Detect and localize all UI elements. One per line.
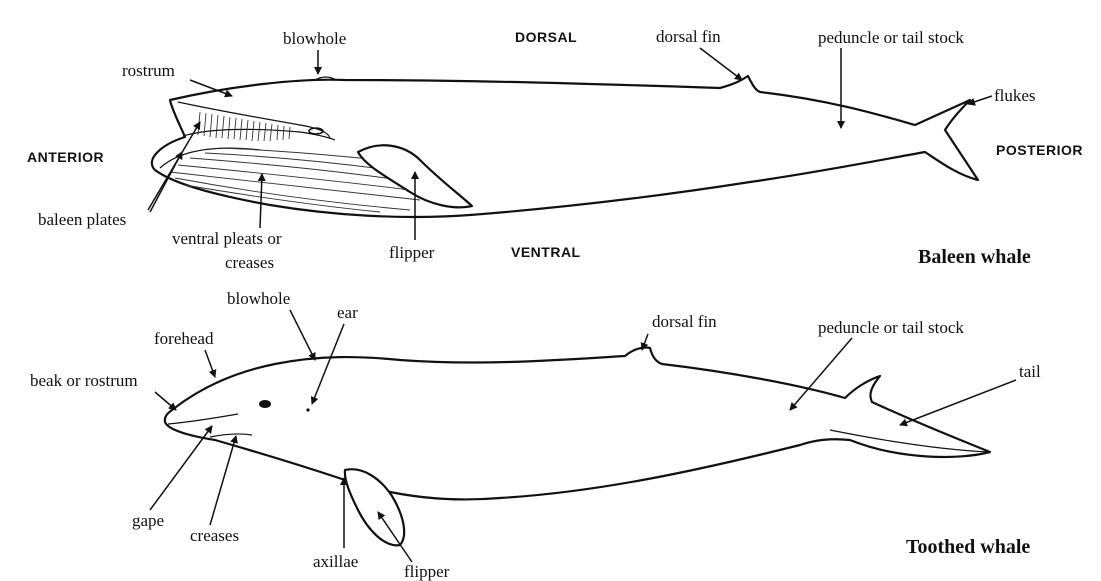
leader-toothed-blowhole [290, 310, 315, 360]
label-direction-posterior: POSTERIOR [996, 142, 1083, 158]
caption-toothed-whale: Toothed whale [906, 536, 1030, 558]
label-baleen-flipper: flipper [389, 243, 435, 262]
leader-toothed-beak [155, 392, 176, 410]
baleen-whale-body [152, 76, 978, 217]
toothed-eye [259, 400, 271, 408]
leader-baleen-dorsal-fin [700, 48, 742, 80]
label-baleen-flukes: flukes [994, 86, 1036, 105]
label-baleen-baleen-plates: baleen plates [38, 210, 126, 229]
label-toothed-beak: beak or rostrum [30, 371, 138, 390]
label-baleen-blowhole: blowhole [283, 29, 346, 48]
label-toothed-gape: gape [132, 511, 164, 530]
leader-toothed-creases [210, 436, 236, 525]
label-toothed-tail: tail [1019, 362, 1041, 381]
caption-baleen-whale: Baleen whale [918, 246, 1031, 268]
toothed-ear-dot [306, 408, 309, 411]
label-toothed-peduncle: peduncle or tail stock [818, 318, 964, 337]
label-toothed-forehead: forehead [154, 329, 214, 348]
label-baleen-dorsal-fin: dorsal fin [656, 27, 721, 46]
label-baleen-rostrum: rostrum [122, 61, 175, 80]
label-toothed-axillae: axillae [313, 552, 358, 571]
label-toothed-blowhole: blowhole [227, 289, 290, 308]
label-toothed-dorsal-fin: dorsal fin [652, 312, 717, 331]
toothed-whale-body [165, 347, 990, 499]
label-toothed-ear: ear [337, 303, 358, 322]
baleen-whale-drawing [152, 76, 978, 217]
leader-baleen-flukes [968, 96, 992, 104]
toothed-whale-drawing [165, 347, 990, 545]
leader-toothed-tail [900, 380, 1016, 425]
leader-toothed-gape [150, 426, 212, 510]
label-direction-anterior: ANTERIOR [27, 149, 104, 165]
label-baleen-ventral-pleats-line2: creases [225, 253, 274, 272]
label-baleen-ventral-pleats-line1: ventral pleats or [172, 229, 282, 248]
label-toothed-flipper: flipper [404, 562, 450, 581]
label-direction-ventral: VENTRAL [511, 244, 581, 260]
label-toothed-creases: creases [190, 526, 239, 545]
label-direction-dorsal: DORSAL [515, 29, 577, 45]
leader-toothed-forehead [205, 350, 215, 377]
label-baleen-peduncle: peduncle or tail stock [818, 28, 964, 47]
